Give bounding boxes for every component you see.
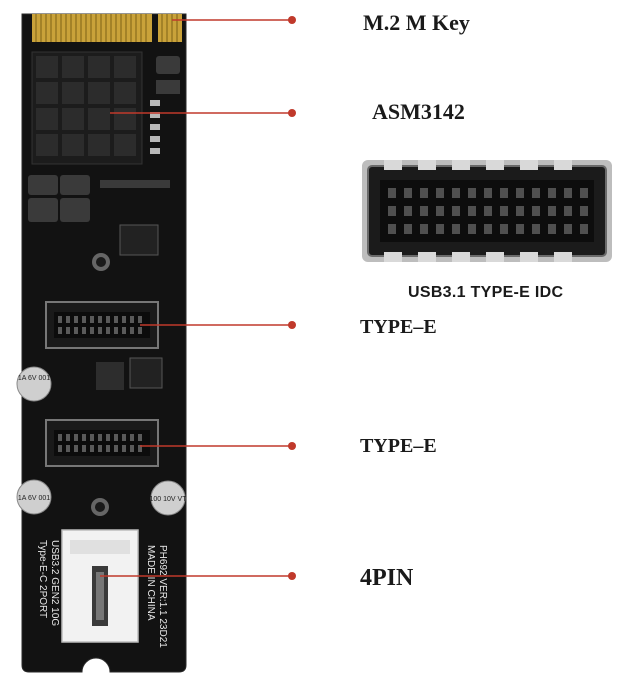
silk-line4: Type-E-C 2PORT bbox=[37, 540, 48, 618]
capacitor-1: 1A 6V 001 bbox=[16, 366, 52, 402]
leader-mkey-dot bbox=[288, 16, 296, 24]
label-type-e-1: TYPE–E bbox=[360, 316, 437, 338]
leader-4pin-dot bbox=[288, 572, 296, 580]
silk-line2: MADE IN CHINA bbox=[145, 545, 156, 621]
label-m2-mkey: M.2 M Key bbox=[363, 10, 470, 35]
four-pin-connector bbox=[61, 529, 139, 643]
leader-typee2-dot bbox=[288, 442, 296, 450]
type-e-port-2 bbox=[45, 419, 159, 467]
asm3142-chip bbox=[31, 51, 143, 165]
silk-line3: USB3.2 GEN2 10G bbox=[49, 540, 60, 626]
label-type-e-2: TYPE–E bbox=[360, 435, 437, 457]
idc-caption: USB3.1 TYPE-E IDC bbox=[408, 284, 564, 301]
leader-asm-dot bbox=[288, 109, 296, 117]
label-asm3142: ASM3142 bbox=[372, 99, 465, 124]
callout-leaders bbox=[100, 16, 296, 580]
board-silkscreen: PH692 VER:1.1 23D21 MADE IN CHINA USB3.2… bbox=[37, 540, 168, 648]
svg-text:1A 6V 001: 1A 6V 001 bbox=[18, 375, 50, 382]
smd-components bbox=[28, 56, 180, 390]
capacitor-2: 1A 6V 001 bbox=[16, 479, 52, 515]
leader-typee1-dot bbox=[288, 321, 296, 329]
gold-contacts bbox=[32, 14, 182, 42]
silk-line1: PH692 VER:1.1 23D21 bbox=[157, 545, 168, 648]
svg-text:1A 6V 001: 1A 6V 001 bbox=[18, 495, 50, 502]
type-e-port-1 bbox=[45, 301, 159, 349]
capacitor-3: 100 10V VT bbox=[150, 480, 188, 516]
label-4pin: 4PIN bbox=[360, 565, 414, 591]
idc-connector-image bbox=[362, 160, 612, 262]
svg-text:100 10V VT: 100 10V VT bbox=[150, 496, 188, 503]
